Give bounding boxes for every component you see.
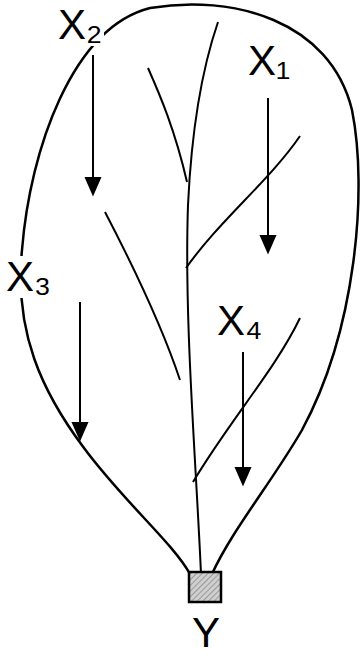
leaf-outline — [21, 4, 359, 574]
flow-arrows — [73, 55, 275, 484]
leaf-veins — [105, 22, 300, 574]
variable-label: X₄ — [215, 300, 264, 342]
variable-label: X₂ — [56, 4, 104, 46]
variable-label: X₃ — [4, 256, 53, 298]
variable-label: Y — [190, 612, 222, 654]
sink-square — [189, 572, 221, 602]
variable-label: X₁ — [246, 40, 292, 82]
